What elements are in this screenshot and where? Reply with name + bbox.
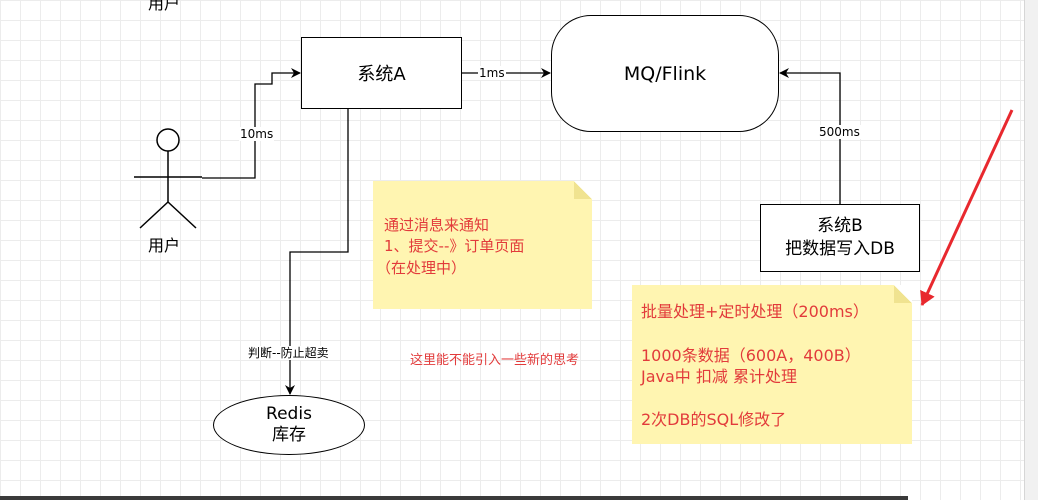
right-scroll-panel	[1024, 0, 1038, 500]
system-a-node[interactable]: 系统A	[301, 37, 462, 109]
note-right-line-2: 1000条数据（600A，400B）	[641, 346, 861, 365]
top-cut-label: 用户	[148, 0, 181, 13]
red-annotation-arrow[interactable]	[920, 109, 1014, 306]
note-center-line-2: 1、提交--》订单页面	[384, 237, 525, 255]
redis-label: Redis	[266, 404, 312, 424]
system-a-label: 系统A	[357, 64, 406, 85]
edge-system-b-to-mq[interactable]	[779, 68, 841, 204]
edge-user-to-system-a[interactable]	[202, 68, 301, 179]
note-fold-corner	[894, 285, 912, 303]
mq-flink-node[interactable]: MQ/Flink	[551, 15, 779, 132]
floating-question-text: 这里能不能引入一些新的思考	[410, 353, 580, 368]
note-right-line-3: Java中 扣减 累计处理	[641, 367, 797, 386]
edge-label-oversell: 判断--防止超卖	[247, 346, 330, 360]
note-center-line-1: 通过消息来通知	[384, 216, 490, 234]
edge-system-a-to-redis[interactable]	[285, 109, 349, 395]
actor-user-figure[interactable]	[134, 128, 202, 229]
bottom-frame-bar	[0, 496, 908, 500]
sticky-note-right[interactable]	[632, 285, 912, 444]
edge-label-500ms: 500ms	[818, 125, 861, 139]
note-right-line-4: 2次DB的SQL修改了	[641, 410, 787, 429]
note-right-line-1: 批量处理+定时处理（200ms）	[641, 302, 869, 321]
actor-user-label: 用户	[148, 236, 181, 255]
redis-desc: 库存	[272, 425, 306, 445]
system-b-desc: 把数据写入DB	[785, 239, 895, 259]
note-center-line-3: （在处理中）	[376, 259, 467, 277]
edge-label-10ms: 10ms	[239, 127, 275, 141]
system-b-node[interactable]: 系统B 把数据写入DB	[760, 204, 920, 272]
system-b-label: 系统B	[817, 216, 863, 236]
mq-flink-label: MQ/Flink	[623, 62, 707, 85]
sticky-note-center[interactable]	[373, 181, 592, 309]
note-fold-corner	[574, 181, 592, 199]
redis-node[interactable]: Redis 库存	[213, 395, 365, 455]
edge-label-1ms: 1ms	[478, 66, 506, 80]
